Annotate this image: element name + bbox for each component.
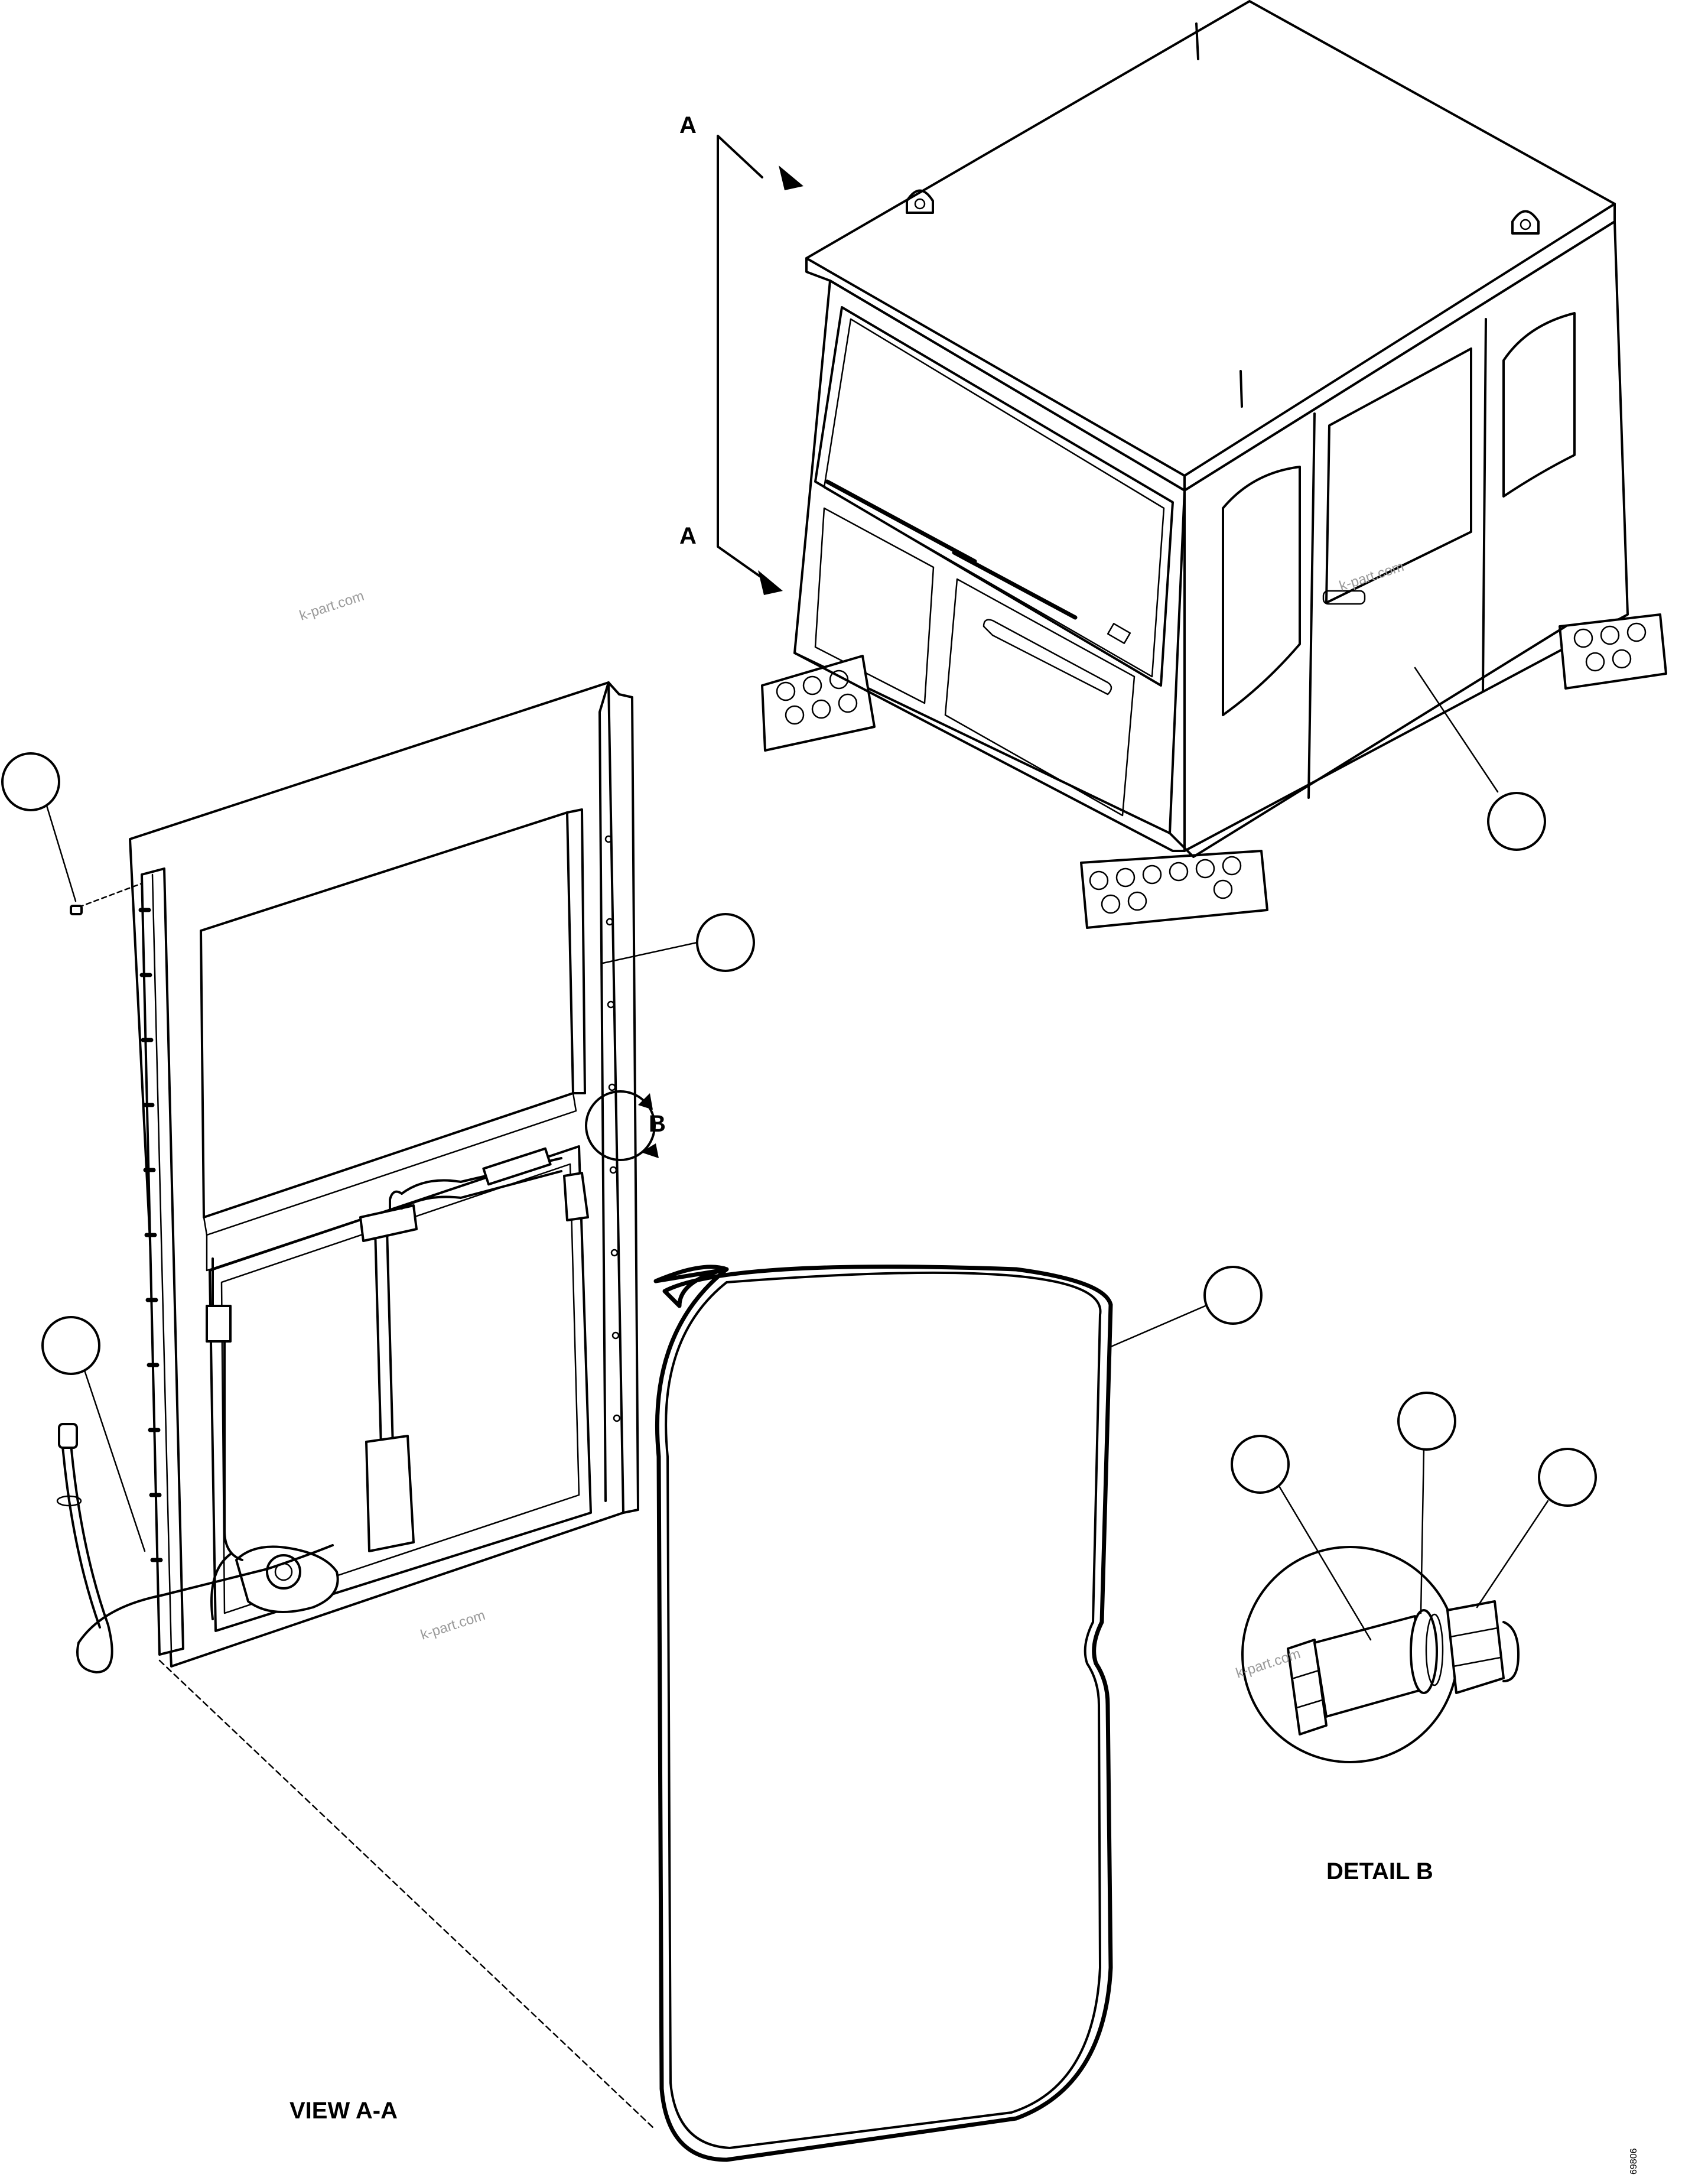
front-lower-panel-left bbox=[814, 507, 935, 704]
latch-mechanism bbox=[365, 1435, 415, 1552]
rod-bracket bbox=[359, 1204, 418, 1242]
callout-nut bbox=[1476, 1448, 1597, 1608]
door-handle bbox=[1322, 590, 1366, 605]
lock-link bbox=[210, 1553, 232, 1620]
wiper-right bbox=[952, 550, 1078, 620]
callout-bolt bbox=[1231, 1435, 1372, 1641]
seal-outline bbox=[653, 1265, 1113, 2162]
view-aa-title: VIEW A-A bbox=[289, 2098, 398, 2124]
hinge-knuckles bbox=[138, 908, 163, 1562]
lifting-eye-rear bbox=[1511, 210, 1540, 235]
watermark-3: k-part.com bbox=[419, 1607, 487, 1643]
callout-cable bbox=[41, 1316, 146, 1552]
window-sill bbox=[203, 1092, 577, 1236]
lifting-eye-front bbox=[906, 189, 934, 214]
detail-b: DETAIL B bbox=[1241, 1546, 1520, 1884]
bolt-shank bbox=[1313, 1615, 1422, 1718]
actuator bbox=[482, 1147, 552, 1186]
side-window-door bbox=[1325, 347, 1472, 604]
cab-side-face bbox=[1183, 220, 1629, 852]
windshield bbox=[814, 306, 1174, 687]
cab-assembly bbox=[761, 0, 1667, 929]
side-window-front bbox=[1222, 466, 1301, 716]
callout-door-assembly bbox=[601, 913, 755, 972]
callout-pin bbox=[1, 752, 77, 902]
side-window-rear bbox=[1502, 312, 1576, 498]
latch-rod bbox=[374, 1228, 382, 1449]
callout-balloons bbox=[1, 667, 1597, 1641]
pin-part bbox=[70, 882, 143, 915]
door-lower-panel bbox=[209, 1145, 592, 1632]
window-seal bbox=[653, 1265, 1113, 2162]
detail-b-title: DETAIL B bbox=[1326, 1858, 1433, 1884]
bolt-tip bbox=[1502, 1621, 1520, 1682]
arrow-head-bottom bbox=[758, 570, 783, 595]
edge-screws bbox=[604, 835, 621, 1422]
mount-foot-rear bbox=[1559, 613, 1667, 690]
section-label-a-bottom: A bbox=[679, 523, 697, 549]
detail-b-marker-label: B bbox=[649, 1111, 666, 1137]
projection-line bbox=[158, 1659, 654, 2128]
mount-foot-front-left bbox=[761, 655, 876, 752]
arrow-head-top bbox=[779, 165, 803, 190]
mount-foot-front-right bbox=[1080, 850, 1268, 929]
callout-cab-assembly bbox=[1414, 667, 1546, 851]
door-check-cable bbox=[56, 1423, 334, 1673]
nut bbox=[1446, 1600, 1505, 1694]
callout-seal bbox=[1108, 1266, 1263, 1348]
rod-guide bbox=[206, 1305, 232, 1343]
watermark-1: k-part.com bbox=[298, 588, 366, 624]
wiper-left bbox=[825, 479, 977, 564]
front-lower-panel-right bbox=[944, 578, 1136, 817]
rod-connector bbox=[389, 1190, 409, 1224]
door-assembly: B bbox=[129, 681, 666, 1668]
detail-b-marker: B bbox=[585, 1090, 666, 1161]
drawing-number: 69806 bbox=[1629, 2148, 1639, 2175]
door-seam bbox=[1307, 412, 1316, 799]
striker-bracket bbox=[563, 1172, 589, 1221]
callout-washer bbox=[1397, 1392, 1456, 1614]
washer bbox=[1410, 1609, 1438, 1694]
section-arrow-a: A A bbox=[679, 112, 803, 595]
remote-cable bbox=[401, 1157, 562, 1195]
section-label-a-top: A bbox=[679, 112, 697, 138]
front-handle bbox=[982, 619, 1112, 696]
